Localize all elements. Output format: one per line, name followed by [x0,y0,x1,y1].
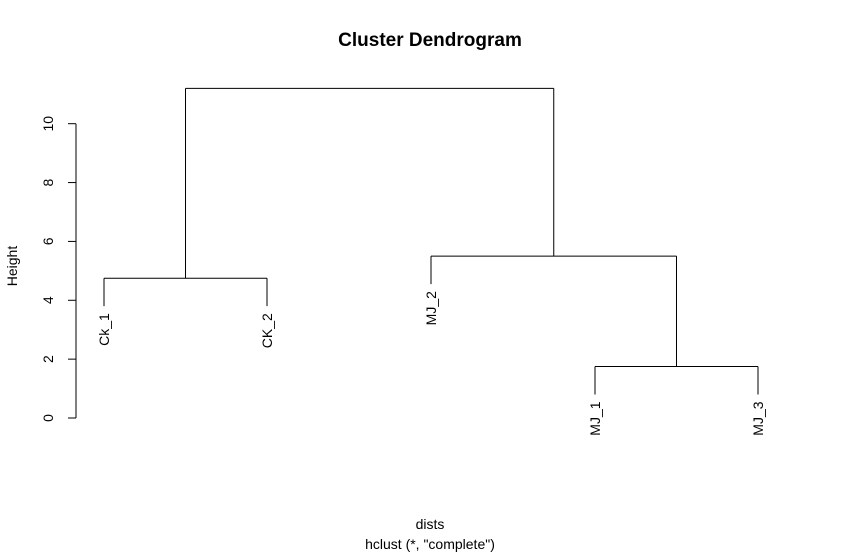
y-tick-label-0: 0 [40,414,56,422]
y-tick-label-8: 8 [40,178,56,186]
leaf-label-mj-1: MJ_1 [587,401,603,435]
method-subtitle: hclust (*, "complete") [365,536,495,552]
y-tick-label-2: 2 [40,355,56,363]
leaf-label-ck-1: Ck_1 [96,313,112,346]
chart-title: Cluster Dendrogram [338,30,522,51]
y-tick-label-10: 10 [40,116,56,132]
y-axis-label: Height [4,246,20,287]
leaf-label-mj-2: MJ_2 [423,291,439,325]
x-axis-label: dists [416,516,445,532]
leaf-label-ck-2: CK_2 [259,313,275,348]
y-tick-label-6: 6 [40,237,56,245]
y-axis: 0 2 4 6 8 10 [40,116,77,422]
dendrogram-tree [103,87,759,395]
y-tick-label-4: 4 [40,296,56,304]
leaf-label-mj-3: MJ_3 [750,401,766,435]
leaf-labels: Ck_1 CK_2 MJ_2MJ_1 MJ_3 [96,291,766,436]
